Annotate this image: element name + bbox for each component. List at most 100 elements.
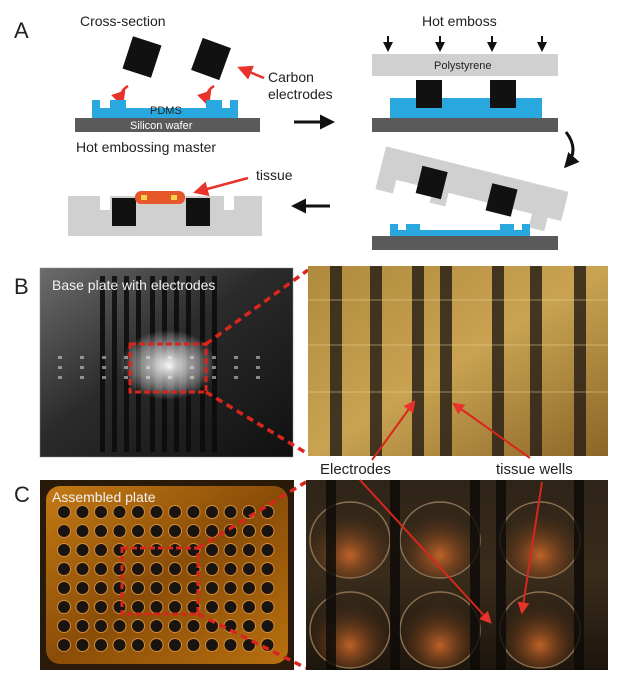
wafer-3 [372, 236, 558, 250]
well [205, 581, 219, 595]
hot-emboss-label: Hot emboss [422, 13, 497, 29]
well [242, 505, 256, 519]
zoom-electrode [492, 266, 504, 456]
well [57, 581, 71, 595]
well-dot [102, 376, 106, 379]
well [112, 581, 127, 595]
well [75, 562, 90, 576]
zoom-electrode [412, 266, 424, 456]
zoom-electrode [470, 480, 480, 670]
tissue-highlight-right [171, 195, 177, 200]
well [223, 638, 238, 652]
tissue-arrow [193, 176, 249, 197]
well [112, 543, 127, 557]
well-dot [80, 366, 84, 369]
well [242, 600, 256, 614]
well [186, 524, 201, 538]
carbon-label-line1: Carbon [268, 69, 314, 85]
carbon-label-line2: electrodes [268, 86, 333, 102]
well [112, 562, 127, 576]
well-dot [80, 356, 84, 359]
zoom-electrode [574, 266, 586, 456]
well [242, 543, 256, 557]
carbon-arrow [237, 65, 265, 80]
panel-a: A Cross-section PDMS Silicon wafer Hot e… [14, 13, 580, 250]
tissue-wells-arrow-down [517, 481, 543, 615]
c-zoom-line-top [197, 480, 307, 550]
panel-a-letter: A [14, 18, 29, 43]
zoom-well [309, 591, 391, 669]
panel-c: C Assembled plate [14, 480, 608, 670]
electrode-4-right [186, 198, 210, 226]
zoom-electrode [326, 480, 336, 670]
pdms-label: PDMS [150, 105, 182, 117]
tissue-blob [135, 191, 185, 204]
well [205, 638, 219, 652]
assembled-zoom-photo [306, 480, 608, 670]
zoom-well [499, 501, 581, 579]
b-zoom-line-top [204, 268, 310, 346]
well [223, 505, 238, 519]
electrode-3-right [485, 183, 518, 217]
well [168, 619, 182, 633]
well-dot [234, 356, 238, 359]
well [168, 562, 182, 576]
tissue-wells-label: tissue wells [496, 461, 573, 478]
well [75, 638, 90, 652]
tissue-highlight-left [141, 195, 147, 200]
well [112, 505, 127, 519]
pdms-layer-2 [390, 98, 542, 118]
electrode-2-left [416, 80, 442, 108]
well-dot [58, 356, 62, 359]
electrodes-arrow-up [371, 400, 416, 461]
well [57, 600, 71, 614]
hot-emboss-diagram: Hot emboss Polystyrene [372, 13, 558, 132]
zoom-electrode [496, 480, 506, 670]
well-dot [102, 356, 106, 359]
base-plate-zoom-box [128, 342, 208, 394]
well [242, 581, 256, 595]
pdms-layer [92, 100, 238, 118]
zoom-electrode [574, 480, 584, 670]
silicon-wafer [75, 118, 260, 132]
well [260, 619, 275, 633]
well [205, 524, 219, 538]
zoom-electrode [440, 266, 452, 456]
well [131, 638, 145, 652]
well [186, 619, 201, 633]
well [223, 562, 238, 576]
well-dot [234, 376, 238, 379]
zoom-electrode [390, 480, 400, 670]
polystyrene-label: Polystyrene [434, 60, 491, 72]
zoom-electrode [370, 266, 382, 456]
well [242, 524, 256, 538]
well [94, 524, 108, 538]
assembled-plate-photo: Assembled plate [40, 480, 294, 670]
well [223, 543, 238, 557]
well [223, 581, 238, 595]
well [149, 619, 164, 633]
well [57, 505, 71, 519]
well [186, 638, 201, 652]
well [186, 505, 201, 519]
assembled-plate-zoom-box [120, 546, 200, 616]
well [260, 600, 275, 614]
zoom-well [499, 591, 581, 669]
well [131, 562, 145, 576]
well [75, 619, 90, 633]
well [149, 638, 164, 652]
well [94, 638, 108, 652]
zoom-well [309, 501, 391, 579]
base-plate-label: Base plate with electrodes [52, 277, 215, 293]
electrode-stripe [100, 276, 105, 452]
panel-b: B Base plate with electrodes [14, 266, 608, 458]
c-zoom-line-bottom [197, 612, 307, 670]
well [149, 562, 164, 576]
well [94, 505, 108, 519]
well [149, 505, 164, 519]
well [57, 524, 71, 538]
falling-electrode-left [122, 36, 162, 78]
falling-electrode-right [191, 37, 231, 81]
well [94, 619, 108, 633]
electrode-4-left [112, 198, 136, 226]
